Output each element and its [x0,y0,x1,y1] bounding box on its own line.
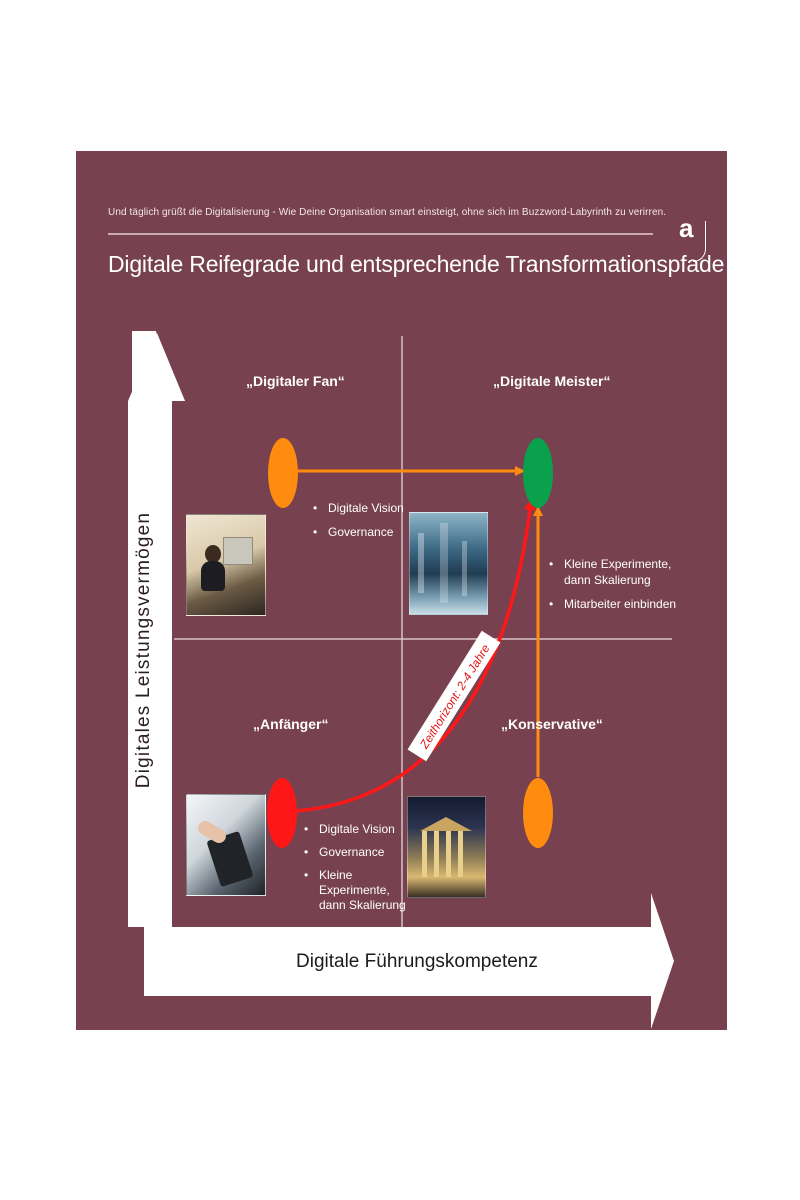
digital-city-photo [409,512,488,615]
list-item: Mitarbeiter einbinden [547,596,697,612]
path-label-box: Zeithorizont: 2-4 Jahre [407,630,501,762]
list-item: Digitale Vision [302,822,409,837]
list-item: Kleine Experimente, dann Skalierung [302,868,409,913]
master-bullets: Kleine Experimente, dann Skalierung Mita… [547,556,697,620]
list-item: Digitale Vision [311,500,404,516]
y-axis-arrow-icon [128,331,185,927]
office-worker-photo [186,514,266,616]
slide-subtitle: Und täglich grüßt die Digitalisierung - … [108,207,667,218]
fan-circle [268,438,298,508]
path-label: Zeithorizont: 2-4 Jahre [417,642,493,752]
y-axis-label: Digitales Leistungsvermögen [133,511,154,789]
quadrant-label-beginner: „Anfänger“ [253,716,329,732]
y-axis-arrow-head-icon [128,333,185,401]
maturity-diagram: Zeithorizont: 2-4 Jahre [128,331,674,1029]
logo-letter: a [679,213,694,243]
brand-logo: a [679,211,706,263]
slide: Und täglich grüßt die Digitalisierung - … [76,151,727,1030]
tablet-hand-photo [186,794,266,896]
stock-exchange-photo [407,796,486,898]
slide-title: Digitale Reifegrade und entsprechende Tr… [108,251,725,277]
master-circle [523,438,553,508]
list-item: Governance [311,524,404,540]
list-item: Governance [302,845,409,860]
list-item: Kleine Experimente, dann Skalierung [547,556,674,588]
fan-bullets: Digitale Vision Governance [311,500,404,548]
quadrant-label-conservative: „Konservative“ [501,716,603,732]
x-axis-label: Digitale Führungskompetenz [296,951,538,972]
beginner-circle [267,778,297,848]
header-divider [108,233,653,235]
beginner-bullets: Digitale Vision Governance Kleine Experi… [302,822,409,921]
x-axis-arrow-icon [144,893,674,1029]
conservative-circle [523,778,553,848]
quadrant-label-fan: „Digitaler Fan“ [246,373,345,389]
beginner-to-master-arrow [295,498,536,813]
quadrant-label-master: „Digitale Meister“ [493,373,611,389]
